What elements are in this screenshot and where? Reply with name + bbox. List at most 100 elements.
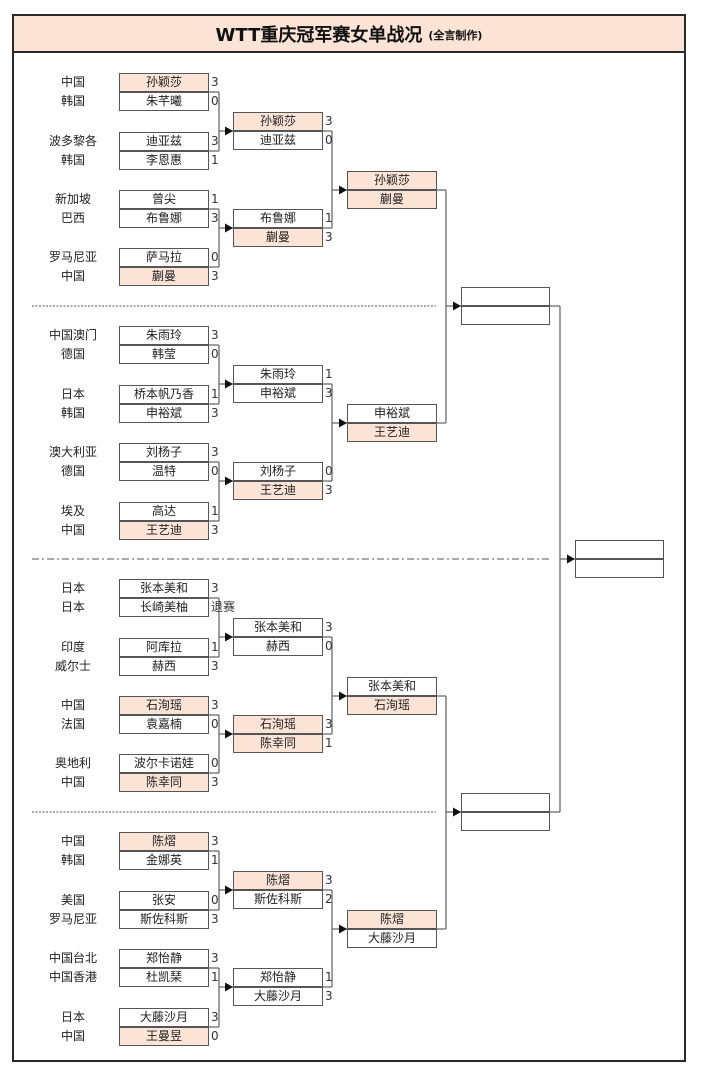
player-name-box: 申裕斌 [119, 404, 209, 423]
player-country: 巴西 [60, 211, 85, 225]
player-score: 1 [211, 970, 219, 984]
title-band: WTT重庆冠军赛女单战况 (全言制作) [12, 14, 686, 53]
player-score: 3 [211, 775, 219, 789]
player-name-box [575, 559, 664, 578]
player-name-box: 李恩惠 [119, 151, 209, 170]
player-score: 0 [211, 347, 219, 361]
player-score: 0 [325, 639, 333, 653]
player-score: 1 [211, 853, 219, 867]
player-country: 中国 [60, 1029, 85, 1043]
player-name-box: 桥本帆乃香 [119, 385, 209, 404]
player-score: 0 [325, 133, 333, 147]
player-country: 中国 [60, 775, 85, 789]
player-name-box: 波尔卡诺娃 [119, 754, 209, 773]
player-name-box: 王艺迪 [119, 521, 209, 540]
player-name-box: 蒯曼 [233, 228, 323, 247]
player-score: 1 [325, 211, 333, 225]
player-country: 威尔士 [54, 659, 91, 673]
player-score: 0 [211, 94, 219, 108]
player-name-box: 孙颖莎 [347, 171, 437, 190]
player-country: 日本 [60, 600, 85, 614]
player-score: 0 [325, 464, 333, 478]
player-score: 3 [325, 230, 333, 244]
player-name-box: 杜凯琹 [119, 968, 209, 987]
player-score: 2 [325, 892, 333, 906]
player-country: 日本 [60, 1010, 85, 1024]
player-score: 3 [211, 211, 219, 225]
player-name-box: 陈熠 [233, 871, 323, 890]
player-score: 3 [211, 581, 219, 595]
player-score: 3 [325, 873, 333, 887]
player-country: 日本 [60, 581, 85, 595]
player-score: 3 [211, 523, 219, 537]
player-name-box: 朱芊曦 [119, 92, 209, 111]
player-name-box: 曾尖 [119, 190, 209, 209]
player-score: 1 [325, 367, 333, 381]
player-score: 3 [325, 114, 333, 128]
player-name-box: 大藤沙月 [119, 1008, 209, 1027]
player-name-box: 陈熠 [119, 832, 209, 851]
player-score: 3 [211, 406, 219, 420]
player-name-box [461, 287, 550, 306]
player-score: 1 [325, 970, 333, 984]
player-score: 3 [211, 269, 219, 283]
player-score: 3 [211, 134, 219, 148]
player-country: 中国 [60, 269, 85, 283]
player-name-box: 石洵瑶 [119, 696, 209, 715]
player-score: 3 [325, 386, 333, 400]
player-country: 波多黎各 [48, 134, 97, 148]
player-country: 新加坡 [54, 192, 91, 206]
player-name-box: 袁嘉楠 [119, 715, 209, 734]
player-country: 罗马尼亚 [48, 250, 97, 264]
player-name-box: 张安 [119, 891, 209, 910]
player-name-box [461, 793, 550, 812]
player-score: 0 [211, 1029, 219, 1043]
player-name-box: 刘杨子 [233, 462, 323, 481]
player-score: 3 [211, 75, 219, 89]
player-name-box: 朱雨玲 [119, 326, 209, 345]
player-name-box: 石洵瑶 [233, 715, 323, 734]
player-country: 埃及 [60, 504, 85, 518]
player-name-box: 陈幸同 [119, 773, 209, 792]
player-score: 1 [211, 387, 219, 401]
player-name-box: 孙颖莎 [119, 73, 209, 92]
player-score: 1 [325, 736, 333, 750]
player-score: 1 [211, 192, 219, 206]
player-score: 0 [211, 717, 219, 731]
player-name-box: 大藤沙月 [347, 929, 437, 948]
player-score: 3 [211, 698, 219, 712]
player-country: 日本 [60, 387, 85, 401]
player-country: 德国 [60, 347, 85, 361]
player-score: 3 [211, 951, 219, 965]
player-name-box [461, 306, 550, 325]
player-name-box: 刘杨子 [119, 443, 209, 462]
player-name-box: 布鲁娜 [119, 209, 209, 228]
player-name-box [461, 812, 550, 831]
player-name-box: 韩莹 [119, 345, 209, 364]
player-name-box: 郑怡静 [119, 949, 209, 968]
player-name-box: 王曼昱 [119, 1027, 209, 1046]
player-country: 澳大利亚 [48, 445, 97, 459]
player-score: 3 [325, 483, 333, 497]
player-country: 奥地利 [54, 756, 91, 770]
player-country: 法国 [60, 717, 85, 731]
player-score: 1 [211, 640, 219, 654]
player-name-box: 朱雨玲 [233, 365, 323, 384]
player-country: 德国 [60, 464, 85, 478]
player-score: 1 [211, 153, 219, 167]
player-score: 0 [211, 893, 219, 907]
player-name-box: 石洵瑶 [347, 696, 437, 715]
player-name-box: 张本美和 [119, 579, 209, 598]
player-score: 3 [211, 1010, 219, 1024]
player-country: 美国 [60, 893, 85, 907]
player-score: 退赛 [211, 600, 236, 614]
player-score: 3 [211, 834, 219, 848]
player-name-box: 迪亚兹 [119, 132, 209, 151]
player-name-box: 斯佐科斯 [233, 890, 323, 909]
player-name-box: 长崎美柚 [119, 598, 209, 617]
player-name-box: 蒯曼 [119, 267, 209, 286]
player-country: 韩国 [60, 853, 85, 867]
player-score: 0 [211, 756, 219, 770]
player-name-box: 迪亚兹 [233, 131, 323, 150]
player-country: 韩国 [60, 153, 85, 167]
